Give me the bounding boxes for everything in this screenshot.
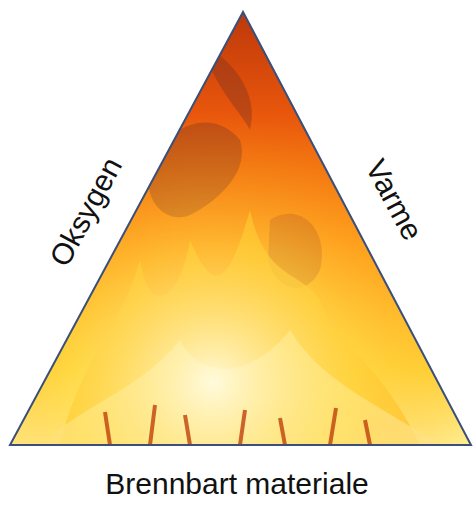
base-label: Brennbart materiale	[105, 469, 368, 499]
side-label: Varme	[360, 155, 427, 245]
triangle-outline	[10, 12, 471, 445]
